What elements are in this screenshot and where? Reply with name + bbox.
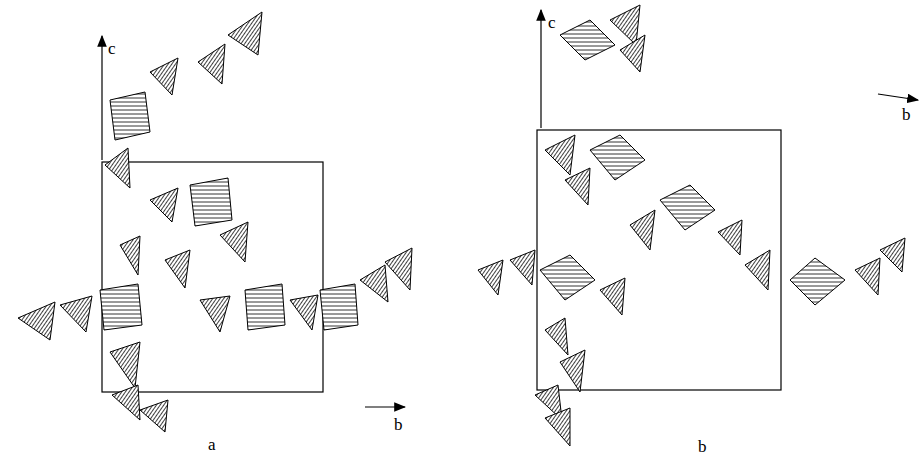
axis-label: c xyxy=(108,40,116,57)
axis-arrow xyxy=(365,406,405,407)
panel-label: a xyxy=(208,436,216,453)
unit-cell xyxy=(102,162,323,392)
octahedra xyxy=(100,20,845,330)
panel-label: b xyxy=(698,438,707,455)
axis-label: c xyxy=(548,14,556,31)
axis-arrow xyxy=(101,36,102,160)
axis-label: b xyxy=(394,416,403,433)
tetrahedra xyxy=(18,5,905,446)
axis-arrow xyxy=(540,10,541,128)
axis-arrow xyxy=(878,94,918,100)
unit-cell xyxy=(537,130,781,390)
axis-label: b xyxy=(902,106,911,123)
